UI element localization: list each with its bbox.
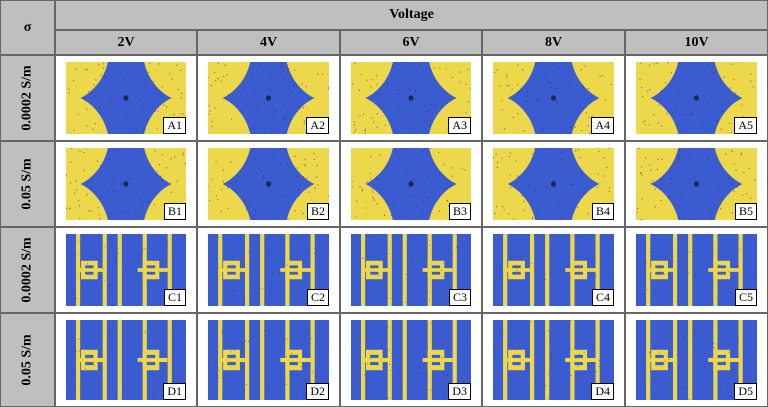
voltage-column-header: 4V bbox=[197, 30, 340, 55]
sigma-row-header: 0.0002 S/m bbox=[0, 55, 55, 141]
panel-tag: A2 bbox=[306, 117, 329, 134]
voltage-column-label: 4V bbox=[259, 34, 278, 50]
panel-tag: A5 bbox=[734, 117, 757, 134]
micrograph-cell: C5 bbox=[625, 227, 768, 313]
voltage-column-label: 2V bbox=[117, 34, 135, 50]
electrode-micrograph-image bbox=[636, 320, 757, 400]
panel-tag: B3 bbox=[448, 203, 471, 220]
electrode-micrograph-image bbox=[493, 234, 614, 306]
micrograph-cell: D5 bbox=[625, 313, 768, 407]
panel-tag: C5 bbox=[734, 289, 757, 306]
micrograph-cell: D2 bbox=[197, 313, 340, 407]
voltage-header: Voltage bbox=[55, 0, 768, 30]
electrode-micrograph-image bbox=[66, 148, 186, 220]
sigma-row-label: 0.05 S/m bbox=[19, 334, 35, 386]
panel-tag: B2 bbox=[306, 203, 329, 220]
panel-tag: B5 bbox=[734, 203, 757, 220]
voltage-column-header: 8V bbox=[482, 30, 625, 55]
micrograph-cell: D3 bbox=[340, 313, 482, 407]
voltage-column-header: 10V bbox=[625, 30, 768, 55]
panel-tag: C1 bbox=[163, 289, 186, 306]
sigma-row-label: 0.05 S/m bbox=[19, 158, 35, 210]
electrode-micrograph-image bbox=[208, 148, 329, 220]
voltage-column-header: 6V bbox=[340, 30, 482, 55]
micrograph-cell: A2 bbox=[197, 55, 340, 141]
voltage-column-label: 6V bbox=[402, 34, 420, 50]
electrode-micrograph-image bbox=[208, 320, 329, 400]
panel-tag: D1 bbox=[163, 383, 186, 400]
sigma-row-label: 0.0002 S/m bbox=[19, 237, 35, 303]
micrograph-cell: B5 bbox=[625, 141, 768, 227]
sigma-row-header: 0.05 S/m bbox=[0, 313, 55, 407]
voltage-column-label: 10V bbox=[684, 34, 709, 50]
sigma-row-label: 0.0002 S/m bbox=[19, 65, 35, 131]
micrograph-cell: D1 bbox=[55, 313, 197, 407]
sigma-row-header: 0.0002 S/m bbox=[0, 227, 55, 313]
panel-tag: C3 bbox=[448, 289, 471, 306]
micrograph-cell: D4 bbox=[482, 313, 625, 407]
panel-tag: A3 bbox=[448, 117, 471, 134]
panel-tag: D3 bbox=[448, 383, 471, 400]
micrograph-cell: A1 bbox=[55, 55, 197, 141]
panel-tag: C4 bbox=[591, 289, 614, 306]
panel-tag: D5 bbox=[734, 383, 757, 400]
panel-tag: C2 bbox=[306, 289, 329, 306]
panel-tag: A4 bbox=[591, 117, 614, 134]
micrograph-cell: A5 bbox=[625, 55, 768, 141]
micrograph-cell: C4 bbox=[482, 227, 625, 313]
voltage-label: Voltage bbox=[389, 7, 434, 22]
panel-tag: D2 bbox=[306, 383, 329, 400]
sigma-row-header: 0.05 S/m bbox=[0, 141, 55, 227]
panel-tag: D4 bbox=[591, 383, 614, 400]
micrograph-cell: A3 bbox=[340, 55, 482, 141]
micrograph-cell: C2 bbox=[197, 227, 340, 313]
micrograph-cell: B1 bbox=[55, 141, 197, 227]
sigma-label: σ bbox=[23, 19, 32, 35]
micrograph-cell: B3 bbox=[340, 141, 482, 227]
micrograph-cell: B2 bbox=[197, 141, 340, 227]
voltage-column-header: 2V bbox=[55, 30, 197, 55]
micrograph-cell: C1 bbox=[55, 227, 197, 313]
panel-tag: A1 bbox=[163, 117, 186, 134]
micrograph-cell: A4 bbox=[482, 55, 625, 141]
panel-tag: B1 bbox=[163, 203, 186, 220]
voltage-column-label: 8V bbox=[544, 34, 563, 50]
sigma-header: σ bbox=[0, 0, 55, 55]
panel-tag: B4 bbox=[591, 203, 614, 220]
micrograph-cell: C3 bbox=[340, 227, 482, 313]
electrode-micrograph-image bbox=[636, 62, 757, 134]
micrograph-cell: B4 bbox=[482, 141, 625, 227]
